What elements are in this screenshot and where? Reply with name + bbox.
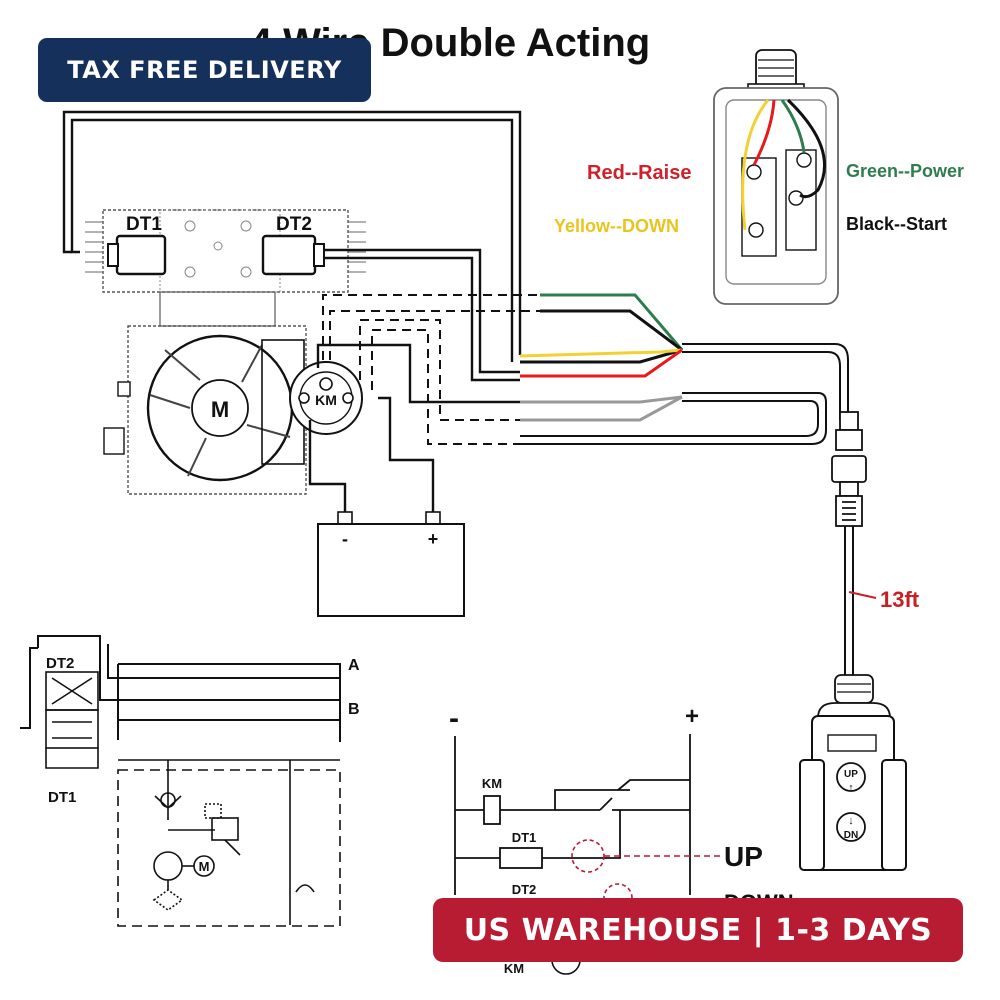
cable-connector bbox=[831, 411, 867, 527]
battery-positive: + bbox=[428, 529, 439, 549]
up-arrow-icon: ↑ bbox=[848, 782, 854, 794]
motor-label: M bbox=[211, 397, 229, 422]
tank-outline bbox=[117, 769, 341, 927]
main-cable bbox=[520, 343, 849, 445]
port-b-label: B bbox=[348, 701, 360, 718]
battery-leads bbox=[308, 396, 435, 512]
valve-block: DT1 DT2 bbox=[85, 209, 366, 293]
motor-housing: M bbox=[103, 325, 307, 495]
cable-length-label: 13ft bbox=[880, 587, 920, 612]
hyd-dt1-label: DT1 bbox=[48, 789, 76, 806]
us-warehouse-banner: US WAREHOUSE | 1-3 DAYS bbox=[433, 898, 963, 962]
circuit-km-bottom-label: KM bbox=[504, 961, 524, 976]
circuit-up-label: UP bbox=[724, 841, 763, 872]
battery: - + bbox=[317, 511, 465, 617]
hydraulic-schematic: A B DT2 DT1 M bbox=[20, 635, 360, 927]
remote-down-label: DN bbox=[844, 830, 858, 841]
hyd-motor-label: M bbox=[199, 859, 210, 874]
red-wire-label: Red--Raise bbox=[587, 162, 691, 184]
pump-body bbox=[159, 291, 276, 327]
valve-dt2-label: DT2 bbox=[276, 214, 312, 235]
circuit-dt2-label: DT2 bbox=[512, 882, 537, 897]
km-relay: KM bbox=[289, 361, 363, 435]
yellow-wire-label: Yellow--DOWN bbox=[554, 216, 679, 236]
dt1-coil bbox=[115, 234, 167, 276]
circuit-pos-label: + bbox=[685, 703, 699, 730]
remote-up-label: UP bbox=[844, 769, 858, 780]
remote-cable bbox=[844, 526, 854, 675]
box-wires bbox=[741, 98, 826, 231]
black-wire-label: Black--Start bbox=[846, 214, 947, 234]
tax-free-banner: TAX FREE DELIVERY bbox=[38, 38, 371, 102]
cable-length-pointer bbox=[848, 591, 877, 599]
green-wire-label: Green--Power bbox=[846, 161, 964, 181]
valve-dt1-label: DT1 bbox=[126, 214, 162, 235]
colored-cable-bundle bbox=[519, 293, 684, 422]
dt2-coil bbox=[261, 234, 317, 276]
battery-negative: - bbox=[342, 529, 348, 549]
circuit-dt1-label: DT1 bbox=[512, 830, 537, 845]
circuit-neg-label: - bbox=[449, 702, 459, 735]
control-wire-loop bbox=[62, 110, 522, 362]
hyd-dt2-label: DT2 bbox=[46, 655, 74, 672]
wiring-box bbox=[713, 49, 839, 305]
up-switch-circle bbox=[571, 839, 605, 873]
port-a-label: A bbox=[348, 657, 360, 674]
km-label: KM bbox=[315, 392, 337, 408]
dashed-wires bbox=[322, 294, 540, 445]
down-arrow-icon: ↓ bbox=[848, 815, 854, 827]
circuit-km-coil-label: KM bbox=[482, 776, 502, 791]
remote-pendant: UP DN ↑ ↓ bbox=[799, 674, 907, 871]
